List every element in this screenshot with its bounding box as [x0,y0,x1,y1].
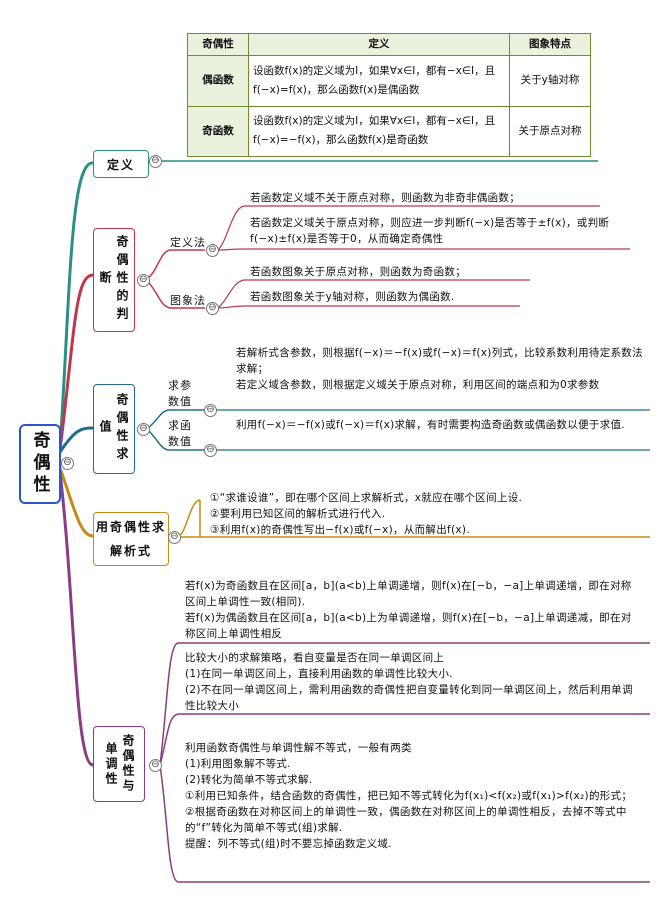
monotonic-text-2: 比较大小的求解策略，看自变量是否在同一单调区间上 (1)在同一单调区间上，直接利… [185,652,633,712]
root-node[interactable]: 奇偶性 [19,424,61,504]
branch-definition[interactable]: 定义 [93,150,149,178]
table-header-parity: 奇偶性 [187,33,249,56]
definition-table: 奇偶性 定义 图象特点 偶函数 设函数f(x)的定义域为I，如果∀x∈I，都有−… [187,33,591,157]
collapse-toggle-value[interactable]: ⊖ [137,423,150,436]
table-cell-def: 设函数f(x)的定义域为I，如果∀x∈I，都有−x∈I，且f(−x)=f(x)，… [248,55,510,107]
branch-formula-label: 用奇偶性求解析式 [95,520,166,558]
collapse-toggle-param-value[interactable]: ⊖ [204,404,217,417]
connector-definition [58,161,94,449]
branch-judgment[interactable]: 奇偶性的判断 [93,228,135,332]
connector-judgment [58,273,94,451]
connector-monotonic [58,471,94,767]
judgment-definition-method-label: 定义法 [170,236,206,249]
branch-monotonic[interactable]: 奇偶性与单调性 [93,726,145,802]
branch-value[interactable]: 奇偶性求值 [93,384,135,474]
collapse-toggle-function-value[interactable]: ⊖ [204,444,217,457]
judgment-graph-text-1: 若函数图象关于原点对称，则函数为奇函数； [250,266,466,278]
branch-monotonic-label: 奇偶性与单调性 [104,734,135,794]
judgment-definition-text-1: 若函数定义域不关于原点对称，则函数为非奇非偶函数； [250,192,520,204]
monotonic-text-1: 若f(x)为奇函数且在区间[a，b](a<b)上单调递增，则f(x)在[−b，−… [185,580,632,640]
collapse-toggle-monotonic[interactable]: ⊖ [149,759,162,772]
judgment-graph-text-2: 若函数图象关于y轴对称，则函数为偶函数. [250,291,455,303]
collapse-toggle-root[interactable]: ⊖ [61,457,74,470]
connector-formula [58,467,94,538]
judgment-graph-method-label: 图象法 [170,294,206,307]
formula-text: ①“求谁设谁”，即在哪个区间上求解析式，x就应在哪个区间上设. ②要利用已知区间… [210,492,523,536]
collapse-toggle-graph-method[interactable]: ⊖ [206,302,219,315]
table-row: 奇函数 设函数f(x)的定义域为I，如果∀x∈I，都有−x∈I，且f(−x)=−… [187,105,591,157]
branch-value-label: 奇偶性求值 [98,393,129,465]
table-row: 偶函数 设函数f(x)的定义域为I，如果∀x∈I，都有−x∈I，且f(−x)=f… [187,55,591,107]
value-param-text: 若解析式含参数，则根据f(−x)＝−f(x)或f(−x)＝f(x)列式，比较系数… [236,347,643,391]
table-cell-name: 偶函数 [187,55,249,107]
value-function-label: 求函数值 [168,419,192,448]
table-header-definition: 定义 [248,33,510,56]
collapse-toggle-definition[interactable]: ⊖ [149,155,162,168]
value-param-label: 求参数值 [168,379,192,408]
collapse-toggle-judgment[interactable]: ⊖ [137,274,150,287]
table-header-row: 奇偶性 定义 图象特点 [187,33,591,56]
table-cell-def: 设函数f(x)的定义域为I，如果∀x∈I，都有−x∈I，且f(−x)=−f(x)… [248,105,510,157]
monotonic-text-3: 利用函数奇偶性与单调性解不等式，一般有两类 (1)利用图象解不等式. (2)转化… [185,742,633,850]
collapse-toggle-definition-method[interactable]: ⊖ [206,244,219,257]
branch-formula[interactable]: 用奇偶性求解析式 [93,512,169,566]
table-cell-name: 奇函数 [187,105,249,157]
collapse-toggle-formula[interactable]: ⊖ [168,531,181,544]
value-function-text: 利用f(−x)＝−f(x)或f(−x)＝f(x)求解，有时需要构造奇函数或偶函数… [236,419,625,431]
connector-value [58,426,94,453]
table-cell-feature: 关于y轴对称 [509,55,591,107]
table-cell-feature: 关于原点对称 [509,105,591,157]
branch-definition-label: 定义 [106,157,135,172]
table-header-feature: 图象特点 [509,33,591,56]
judgment-definition-text-2: 若函数定义域关于原点对称，则应进一步判断f(−x)是否等于±f(x)，或判断f(… [250,217,610,245]
branch-judgment-label: 奇偶性的判断 [98,235,129,325]
